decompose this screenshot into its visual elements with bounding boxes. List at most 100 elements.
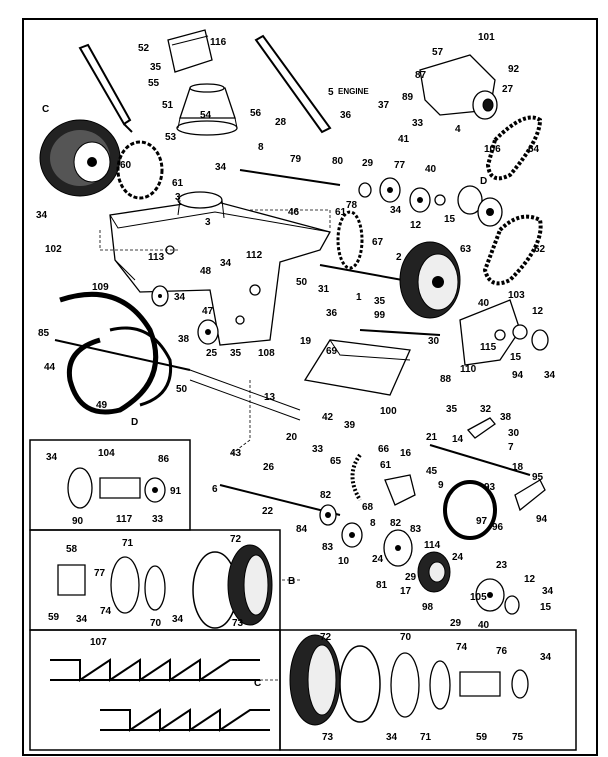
label-34-j: 34 — [540, 652, 552, 663]
belt-ring-60 — [116, 140, 164, 200]
label-15-c: 15 — [540, 602, 552, 613]
label-117: 117 — [116, 514, 133, 525]
label-66: 66 — [378, 444, 390, 455]
inset-chains — [29, 629, 281, 751]
label-77-b: 77 — [94, 568, 106, 579]
label-107: 107 — [90, 637, 107, 648]
label-27: 27 — [502, 84, 514, 95]
label-9: 9 — [438, 480, 444, 491]
label-68: 68 — [362, 502, 374, 513]
label-10: 10 — [338, 556, 350, 567]
inset-d — [29, 439, 191, 531]
label-24-b: 24 — [452, 552, 464, 563]
label-73: 73 — [232, 618, 244, 629]
label-12: 12 — [410, 220, 422, 231]
label-45: 45 — [426, 466, 438, 477]
label-56: 56 — [250, 108, 262, 119]
label-101: 101 — [478, 32, 495, 43]
diagram-border — [22, 18, 598, 756]
label-103: 103 — [508, 290, 525, 301]
label-60: 60 — [120, 160, 132, 171]
leader-lines — [99, 209, 331, 681]
label-34-d: 34 — [220, 258, 232, 269]
auger-housing — [109, 191, 331, 346]
label-104: 104 — [98, 448, 115, 459]
label-50-b: 50 — [176, 384, 188, 395]
belt-64 — [485, 115, 543, 181]
label-34-f: 34 — [544, 370, 556, 381]
label-78: 78 — [346, 200, 358, 211]
label-39: 39 — [344, 420, 356, 431]
label-93: 93 — [484, 482, 496, 493]
label-79: 79 — [290, 154, 302, 165]
label-71-b: 71 — [420, 732, 432, 743]
right-handle — [254, 34, 332, 134]
label-58: 58 — [66, 544, 78, 555]
label-2: 2 — [396, 252, 402, 263]
gear-10 — [341, 522, 363, 548]
label-77: 77 — [394, 160, 406, 171]
label-3: 3 — [175, 192, 181, 203]
label-38: 38 — [178, 334, 190, 345]
label-d-inset: D — [131, 417, 138, 428]
label-65: 65 — [330, 456, 342, 467]
label-74-b: 74 — [456, 642, 468, 653]
label-14: 14 — [452, 434, 464, 445]
bar-30 — [359, 329, 441, 336]
gear-25 — [197, 319, 219, 345]
lever-45 — [384, 474, 416, 506]
label-40-b: 40 — [478, 298, 490, 309]
label-34: 34 — [215, 162, 227, 173]
label-97: 97 — [476, 516, 488, 527]
label-35-d: 35 — [446, 404, 458, 415]
label-83: 83 — [322, 542, 334, 553]
label-47: 47 — [202, 306, 214, 317]
left-handle — [78, 43, 133, 133]
label-26: 26 — [263, 462, 275, 473]
pulley-27 — [472, 90, 498, 120]
pulley-40 — [409, 187, 446, 213]
label-21: 21 — [426, 432, 438, 443]
label-53: 53 — [165, 132, 177, 143]
gear-48 — [151, 285, 169, 307]
label-29-c: 29 — [450, 618, 462, 629]
label-72-b: 72 — [320, 632, 332, 643]
label-41: 41 — [398, 134, 410, 145]
label-84: 84 — [296, 524, 308, 535]
label-4: 4 — [455, 124, 461, 135]
label-82-b: 82 — [390, 518, 402, 529]
label-34-g: 34 — [542, 586, 554, 597]
label-54: 54 — [200, 110, 212, 121]
label-90: 90 — [72, 516, 84, 527]
label-30-b: 30 — [508, 428, 520, 439]
part-labels: 52 116 35 55 51 54 56 53 34 28 36 8 5 EN… — [36, 32, 556, 743]
label-74: 74 — [100, 606, 112, 617]
label-112: 112 — [246, 250, 263, 261]
label-115: 115 — [480, 342, 497, 353]
label-40: 40 — [425, 164, 437, 175]
label-48: 48 — [200, 266, 212, 277]
label-72: 72 — [230, 534, 242, 545]
label-40-c: 40 — [478, 620, 490, 631]
wheel-63 — [399, 241, 461, 319]
label-18: 18 — [512, 462, 524, 473]
rod-21 — [429, 444, 531, 476]
label-99: 99 — [374, 310, 386, 321]
shaft-79 — [239, 169, 341, 186]
label-63: 63 — [460, 244, 472, 255]
label-94: 94 — [512, 370, 524, 381]
lever-95 — [514, 479, 546, 512]
inset-b — [29, 529, 281, 631]
label-87: 87 — [415, 70, 427, 81]
label-28: 28 — [275, 117, 287, 128]
label-100: 100 — [380, 406, 397, 417]
label-31: 31 — [318, 284, 330, 295]
label-57: 57 — [432, 47, 444, 58]
label-82: 82 — [320, 490, 332, 501]
label-engine: ENGINE — [338, 87, 369, 96]
label-34-inset-d: 34 — [46, 452, 58, 463]
label-114: 114 — [424, 540, 441, 551]
label-55: 55 — [148, 78, 160, 89]
label-110: 110 — [460, 364, 477, 375]
